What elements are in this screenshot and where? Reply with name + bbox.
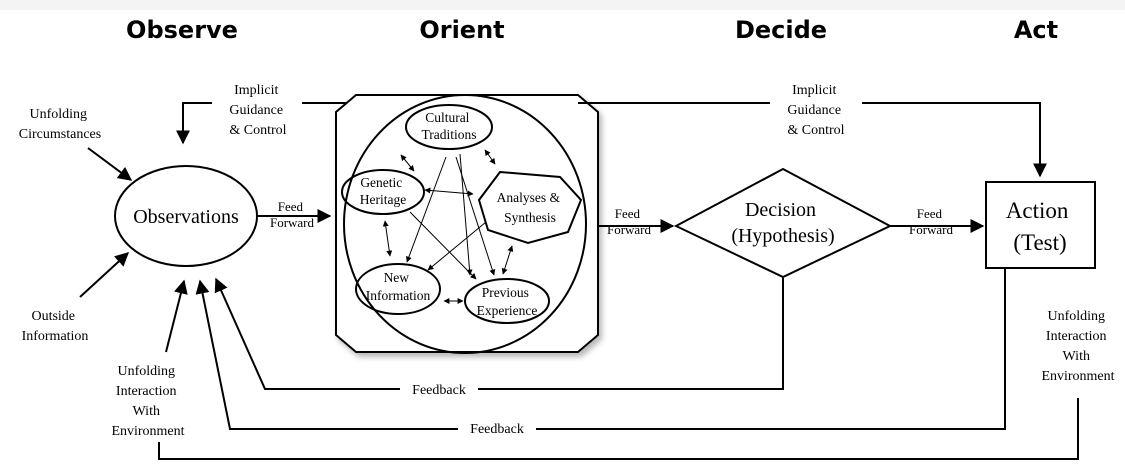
feedback-decide-bg [400, 380, 478, 398]
cultural-traditions-label: Cultural Traditions [421, 110, 476, 142]
implicit-guidance-left-bg [212, 80, 302, 142]
feedback-act-arrow [195, 268, 1006, 430]
decision-diamond [673, 167, 893, 279]
outside-information-label: Outside Information [22, 309, 89, 344]
phase-observe-heading: Observe [126, 16, 238, 44]
top-band [0, 0, 1125, 10]
implicit-guidance-left-label: Implicit Guidance & Control [229, 83, 286, 138]
observe-interaction-label: Unfolding Interaction With Environment [111, 364, 184, 439]
phase-orient-heading: Orient [419, 16, 504, 44]
action-box [985, 181, 1096, 269]
environment-loop-line [158, 398, 1079, 460]
feed-forward-3-label: Feed Forward [909, 206, 954, 237]
observe-interaction-arrow [165, 279, 188, 353]
observations-label: Observations [133, 206, 239, 228]
unfolding-circumstances-arrow [87, 147, 133, 181]
decision-label: Decision (Hypothesis) [731, 199, 834, 247]
genetic-heritage-node [341, 169, 425, 215]
orient-internal-links [382, 149, 514, 304]
action-label: Action (Test) [1006, 198, 1074, 255]
act-interaction-label: Unfolding Interaction With Environment [1041, 309, 1114, 384]
cultural-traditions-node [405, 104, 493, 150]
orient-circle [343, 94, 587, 354]
feedback-decide-label: Feedback [412, 383, 466, 398]
new-information-node [355, 263, 441, 315]
feed-forward-2-label: Feed Forward [607, 206, 652, 237]
unfolding-circumstances-label: Unfolding Circumstances [19, 107, 101, 142]
previous-experience-label: Previous Experience [477, 285, 538, 318]
phase-decide-heading: Decide [735, 16, 827, 44]
new-information-label: New Information [366, 270, 431, 303]
phase-act-heading: Act [1014, 16, 1058, 44]
feedback-act-label: Feedback [470, 422, 524, 437]
implicit-guidance-right-label: Implicit Guidance & Control [787, 83, 844, 138]
genetic-heritage-label: Genetic Heritage [360, 175, 406, 207]
outside-information-arrow [79, 252, 130, 298]
previous-experience-node [464, 278, 550, 324]
feedback-act-bg [458, 420, 536, 438]
implicit-guidance-right-arrow [578, 102, 1047, 178]
analyses-synthesis-node [477, 170, 583, 245]
implicit-guidance-right-bg [770, 80, 862, 142]
feed-forward-1-label: Feed Forward [270, 199, 315, 230]
feedback-decide-arrow [214, 277, 784, 390]
analyses-synthesis-label: Analyses & Synthesis [497, 190, 564, 225]
